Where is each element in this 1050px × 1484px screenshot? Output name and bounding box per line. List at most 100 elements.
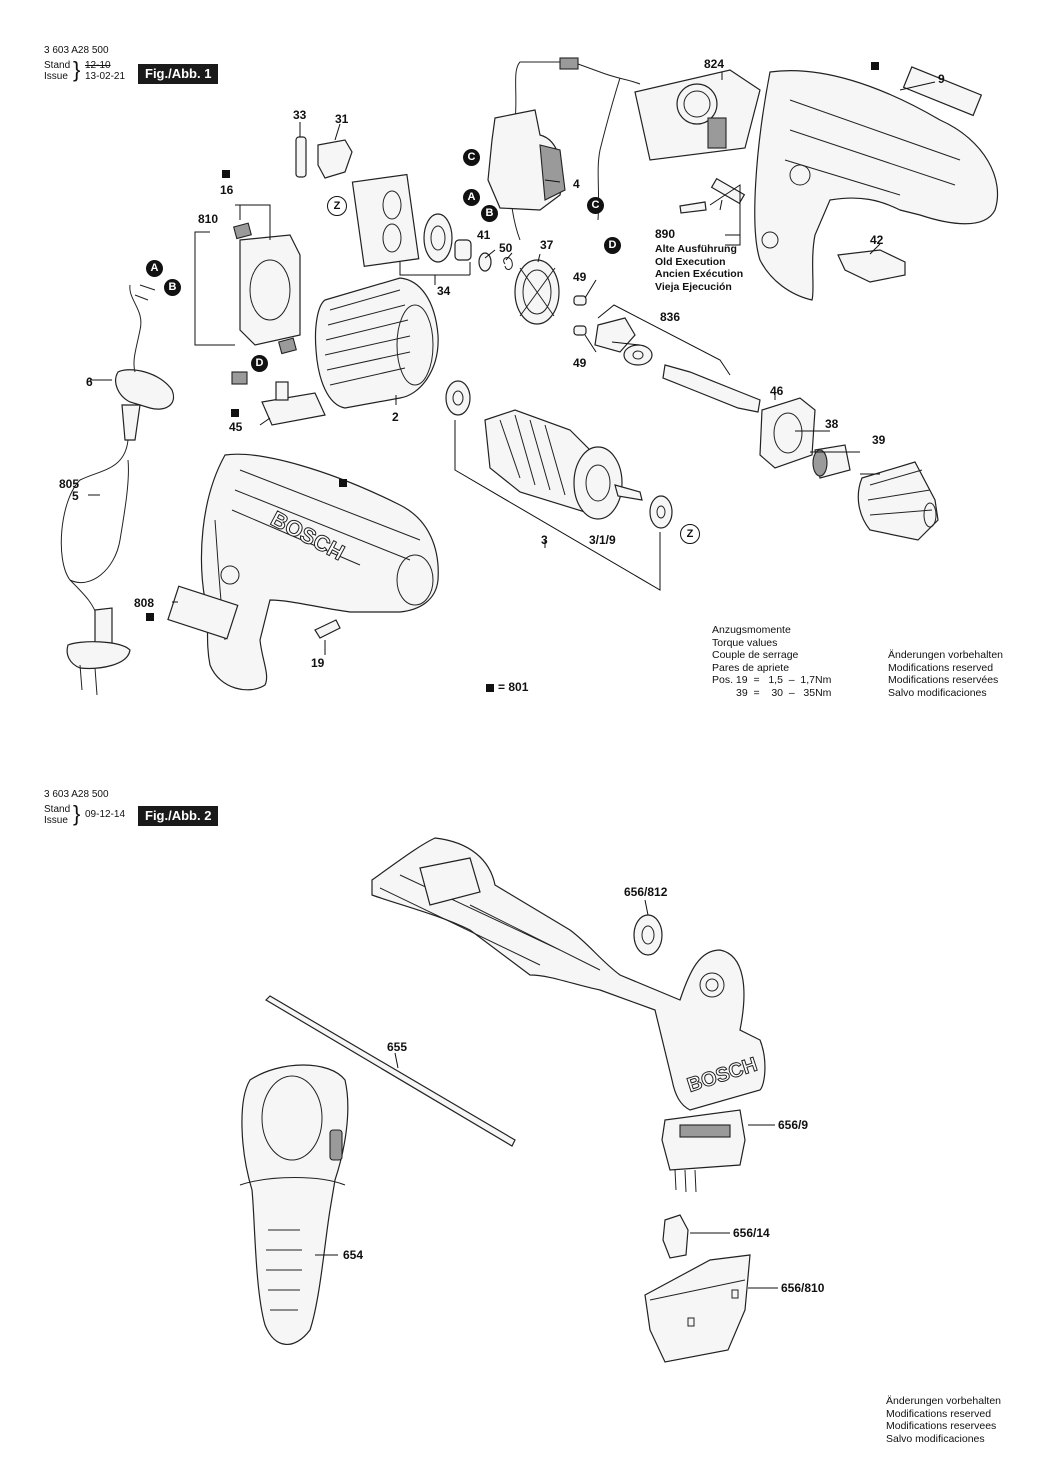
label-9: 9 bbox=[938, 72, 945, 86]
fig1-modifications-reserved: Änderungen vorbehalten Modifications res… bbox=[888, 649, 1004, 699]
extraction-body bbox=[371, 837, 766, 1111]
part-808-label bbox=[167, 585, 239, 640]
part-46 bbox=[759, 397, 816, 469]
callout-D-wire: D bbox=[604, 237, 621, 254]
callout-A-cable: A bbox=[146, 260, 163, 277]
fig2-title-badge: Fig./Abb. 2 bbox=[138, 806, 219, 826]
marker-square-9 bbox=[871, 62, 879, 70]
label-810: 810 bbox=[198, 212, 219, 226]
fig2-modifications-reserved: Änderungen vorbehalten Modifications res… bbox=[886, 1395, 1002, 1445]
callout-A-switch: A bbox=[463, 189, 480, 206]
part-34-sleeve bbox=[454, 239, 472, 261]
label-16: 16 bbox=[220, 183, 234, 197]
part-810-brush-top bbox=[233, 222, 252, 240]
label-34: 34 bbox=[437, 284, 451, 298]
part-656-810-container bbox=[644, 1254, 751, 1363]
label-4: 4 bbox=[573, 177, 580, 191]
part-836-spindle bbox=[662, 364, 761, 413]
callout-D-terminal: D bbox=[251, 355, 268, 372]
label-49-bottom: 49 bbox=[573, 356, 587, 370]
label-808: 808 bbox=[134, 596, 155, 610]
label-6: 6 bbox=[86, 375, 93, 389]
label-42: 42 bbox=[870, 233, 884, 247]
part-9-label bbox=[902, 66, 983, 117]
part-824-dial bbox=[676, 83, 718, 125]
part-41 bbox=[478, 252, 492, 272]
part-50 bbox=[503, 257, 513, 270]
label-39: 39 bbox=[872, 433, 886, 447]
wire-AB bbox=[129, 284, 142, 373]
old-execution-note: Alte Ausführung Old Execution Ancien Exé… bbox=[655, 243, 744, 293]
label-41: 41 bbox=[477, 228, 491, 242]
fig2-part-number: 3 603 A28 500 bbox=[44, 789, 109, 800]
fig1-stand-date: 12-10 bbox=[85, 60, 111, 71]
part-34-plate bbox=[351, 173, 420, 268]
marker-square-808 bbox=[146, 613, 154, 621]
part-6-guard bbox=[115, 369, 174, 410]
label-890: 890 bbox=[655, 227, 676, 241]
label-49-top: 49 bbox=[573, 270, 587, 284]
marker-square-45 bbox=[231, 409, 239, 417]
part-34-fan bbox=[423, 213, 453, 263]
callout-B-cable: B bbox=[164, 279, 181, 296]
part-810-brush-bottom bbox=[278, 337, 297, 355]
label-656-810: 656/810 bbox=[781, 1281, 825, 1295]
label-3: 3 bbox=[541, 533, 548, 547]
label-805: 805 bbox=[59, 477, 80, 491]
zone-marker-z-bottom: Z bbox=[680, 524, 700, 544]
fig1-stand-label: Stand bbox=[44, 60, 71, 71]
part-31 bbox=[317, 139, 353, 179]
label-38: 38 bbox=[825, 417, 839, 431]
label-37: 37 bbox=[540, 238, 554, 252]
part-9-housing bbox=[754, 70, 999, 301]
callout-B-switch: B bbox=[481, 205, 498, 222]
callout-C-wire: C bbox=[587, 197, 604, 214]
label-655: 655 bbox=[387, 1040, 408, 1054]
label-31: 31 bbox=[335, 112, 349, 126]
label-50: 50 bbox=[499, 241, 513, 255]
part-bearing-top bbox=[445, 380, 471, 416]
part-3-fan bbox=[573, 446, 623, 520]
part-39-chuck bbox=[857, 461, 939, 541]
legend-801: = 801 bbox=[498, 680, 529, 694]
wire-lead-3 bbox=[597, 77, 621, 221]
drill-housing bbox=[200, 453, 439, 691]
part-49-top bbox=[573, 295, 587, 306]
label-45: 45 bbox=[229, 420, 243, 434]
label-836: 836 bbox=[660, 310, 681, 324]
part-824-slider bbox=[707, 117, 727, 149]
wire-lead-2 bbox=[577, 63, 641, 85]
part-33 bbox=[295, 136, 307, 178]
legend-square bbox=[486, 684, 494, 692]
connector-plug bbox=[559, 57, 579, 70]
label-3-1-9: 3/1/9 bbox=[589, 533, 616, 547]
label-2: 2 bbox=[392, 410, 399, 424]
part-49-bottom bbox=[573, 325, 587, 336]
part-19-screw bbox=[314, 619, 341, 639]
fig1-title-badge: Fig./Abb. 1 bbox=[138, 64, 219, 84]
part-890-lever bbox=[710, 177, 746, 205]
fig2-stand-label: Stand bbox=[44, 804, 71, 815]
fig2-brace: } bbox=[73, 801, 81, 826]
label-656-812: 656/812 bbox=[624, 885, 668, 899]
label-5: 5 bbox=[72, 489, 79, 503]
label-824: 824 bbox=[704, 57, 725, 71]
label-46: 46 bbox=[770, 384, 784, 398]
fig2-issue-label: Issue bbox=[44, 815, 68, 826]
fig1-brace: } bbox=[73, 57, 81, 82]
callout-C-switch: C bbox=[463, 149, 480, 166]
marker-square-16 bbox=[222, 170, 230, 178]
part-656-9-filter bbox=[661, 1109, 746, 1171]
fig1-issue-date: 13-02-21 bbox=[85, 71, 126, 82]
fig1-issue-label: Issue bbox=[44, 71, 68, 82]
part-890-screw bbox=[679, 201, 707, 214]
torque-values-block: Anzugsmomente Torque values Couple de se… bbox=[712, 624, 832, 699]
part-654-handle bbox=[241, 1064, 349, 1345]
fig1-part-number: 3 603 A28 500 bbox=[44, 45, 109, 56]
part-810-frame bbox=[239, 234, 301, 346]
part-bearing-bottom bbox=[649, 495, 673, 529]
part-805-cable bbox=[60, 439, 129, 584]
part-45-clip bbox=[275, 381, 289, 401]
label-656-9: 656/9 bbox=[778, 1118, 809, 1132]
